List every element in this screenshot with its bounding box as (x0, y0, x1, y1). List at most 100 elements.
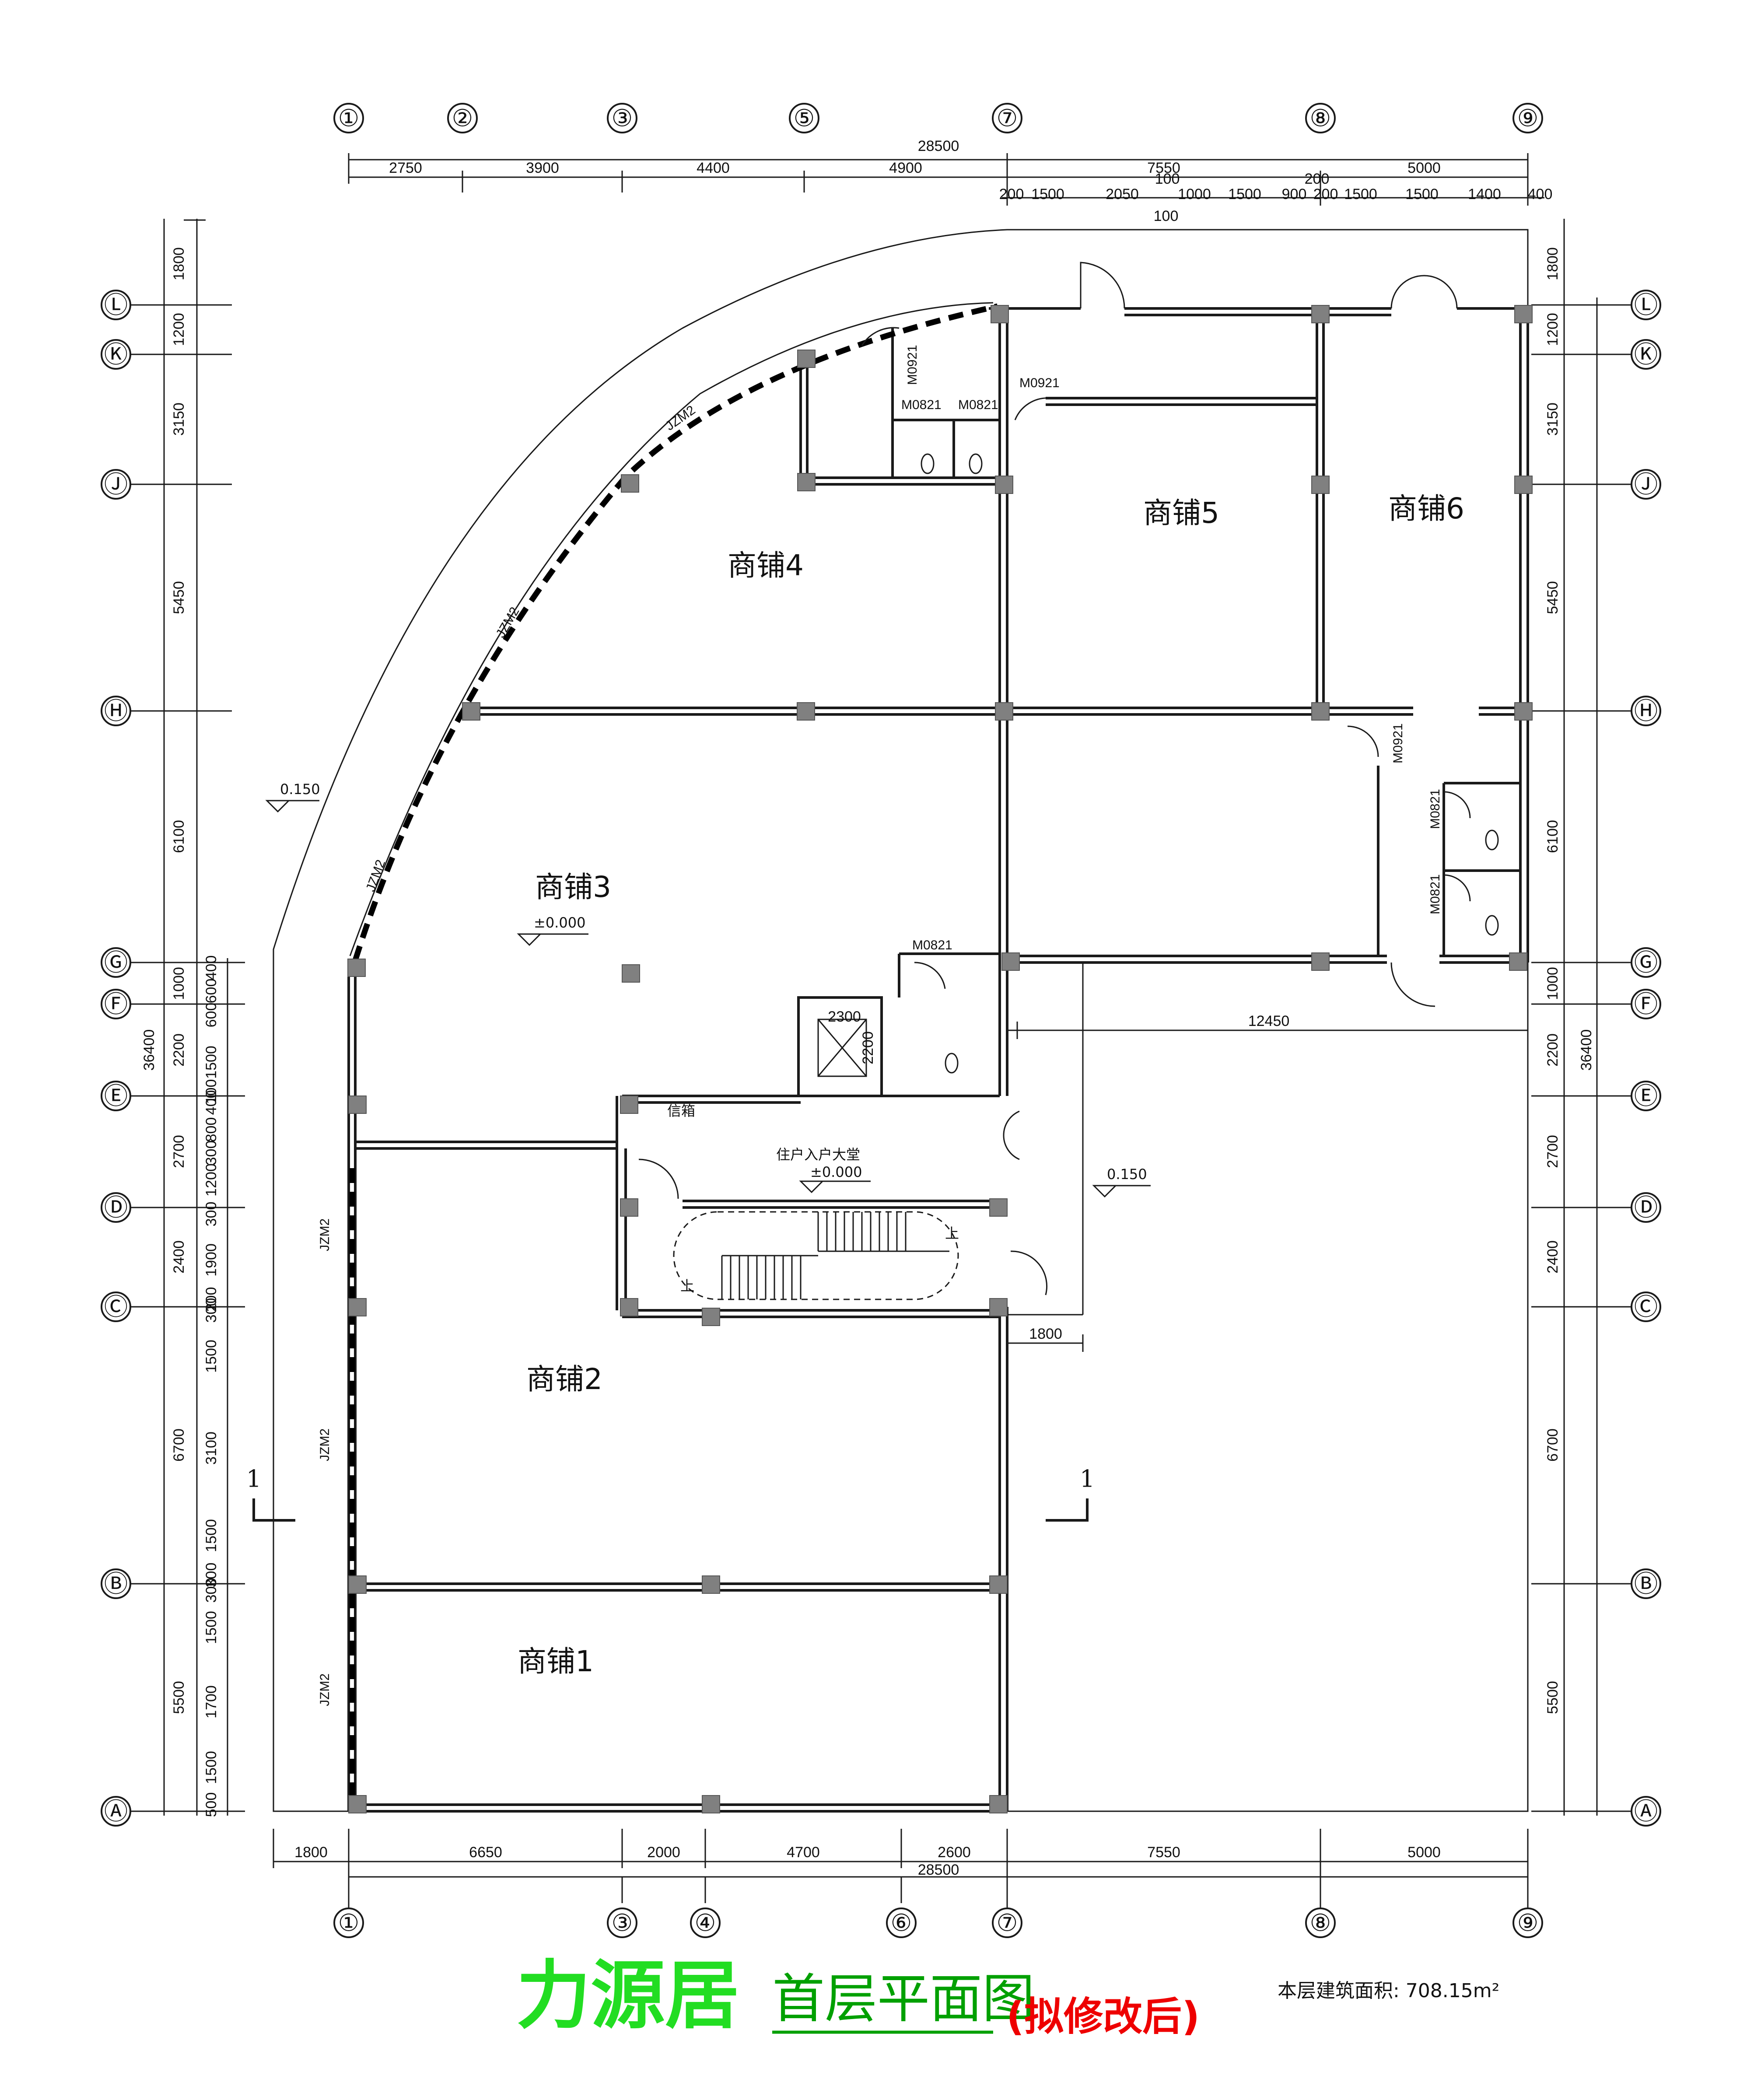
title-block: 力源居 首层平面图 (拟修改后) 本层建筑面积: 708.15m² (516, 1953, 1499, 2040)
svg-text:6700: 6700 (171, 1428, 187, 1462)
svg-text:M0921: M0921 (905, 345, 920, 385)
axis-lines-left (130, 219, 245, 1816)
svg-text:1800: 1800 (171, 247, 187, 280)
svg-text:⑦: ⑦ (997, 105, 1018, 132)
svg-text:Ⓙ: Ⓙ (1634, 471, 1658, 498)
svg-text:100: 100 (1155, 171, 1180, 187)
svg-text:1500: 1500 (1344, 186, 1377, 203)
svg-text:1500: 1500 (1031, 186, 1064, 203)
axis-bottom-6: ⑥ (886, 1908, 917, 1938)
svg-text:1500: 1500 (1405, 186, 1439, 203)
svg-text:1500: 1500 (203, 1340, 220, 1373)
shop-4-label: 商铺4 (728, 549, 804, 582)
svg-text:Ⓔ: Ⓔ (1634, 1082, 1658, 1110)
svg-text:4900: 4900 (889, 160, 922, 176)
svg-text:Ⓒ: Ⓒ (1634, 1293, 1658, 1321)
svg-text:100: 100 (203, 1079, 220, 1104)
shop-1-label: 商铺1 (518, 1645, 594, 1678)
svg-text:Ⓔ: Ⓔ (104, 1082, 128, 1110)
svg-text:1500: 1500 (1228, 186, 1261, 203)
axis-left-E: Ⓔ (101, 1081, 131, 1111)
svg-text:JZM2: JZM2 (318, 1428, 332, 1461)
svg-text:JZM2: JZM2 (493, 605, 522, 640)
axis-right-K: Ⓚ (1631, 339, 1661, 370)
axis-right-H: Ⓗ (1631, 696, 1661, 726)
svg-text:1800: 1800 (1544, 247, 1561, 280)
shop-2-label: 商铺2 (526, 1362, 602, 1396)
svg-text:5500: 5500 (171, 1681, 187, 1714)
svg-text:400: 400 (203, 956, 220, 980)
svg-text:①: ① (338, 1909, 359, 1937)
axis-right-B: Ⓑ (1631, 1568, 1661, 1599)
svg-text:12450: 12450 (1248, 1013, 1290, 1029)
svg-text:Ⓗ: Ⓗ (1634, 697, 1658, 725)
svg-text:1000: 1000 (1544, 967, 1561, 1000)
svg-text:300: 300 (203, 1578, 220, 1603)
svg-text:300: 300 (203, 1202, 220, 1227)
section-marks: 1 1 (246, 1465, 1095, 1522)
svg-text:⑨: ⑨ (1517, 105, 1538, 132)
shop-5-label: 商铺5 (1143, 496, 1219, 530)
axis-left-L: Ⓛ (101, 290, 131, 320)
svg-text:6650: 6650 (469, 1844, 502, 1861)
project-title: 力源居 (516, 1953, 739, 2039)
svg-text:36400: 36400 (141, 1029, 158, 1071)
svg-text:⑨: ⑨ (1517, 1909, 1538, 1937)
svg-text:200: 200 (999, 186, 1024, 203)
svg-text:M0821: M0821 (958, 398, 998, 412)
axis-left-K: Ⓚ (101, 339, 131, 370)
svg-text:200: 200 (1313, 186, 1338, 203)
svg-text:Ⓕ: Ⓕ (1634, 990, 1658, 1018)
axis-top-7: ⑦ (992, 103, 1022, 133)
axis-bubbles-top: ① ② ③ ⑤ ⑦ ⑧ ⑨ (333, 103, 1543, 133)
svg-text:2200: 2200 (860, 1031, 876, 1064)
axis-bottom-4: ④ (690, 1908, 721, 1938)
axis-bottom-1: ① (333, 1908, 364, 1938)
svg-text:2400: 2400 (171, 1240, 187, 1274)
svg-text:3900: 3900 (526, 160, 559, 176)
svg-text:3150: 3150 (1544, 402, 1561, 436)
svg-text:上: 上 (680, 1278, 694, 1294)
axis-left-H: Ⓗ (101, 696, 131, 726)
site-outline (273, 229, 1529, 1812)
axis-top-3: ③ (607, 103, 637, 133)
axis-top-2: ② (447, 103, 478, 133)
dimensions-bottom: 1800 6650 2000 4700 2600 7550 5000 28500 (273, 1829, 1529, 1916)
axis-left-A: Ⓐ (101, 1796, 131, 1827)
svg-text:1500: 1500 (203, 1519, 220, 1552)
svg-text:6100: 6100 (171, 820, 187, 853)
svg-text:2200: 2200 (1544, 1033, 1561, 1067)
svg-text:200: 200 (203, 1287, 220, 1312)
svg-text:1000: 1000 (1178, 186, 1211, 203)
svg-text:③: ③ (612, 1909, 633, 1937)
svg-text:2600: 2600 (938, 1844, 971, 1861)
svg-text:Ⓑ: Ⓑ (1634, 1570, 1658, 1598)
svg-text:5450: 5450 (171, 581, 187, 614)
level-marks: ±0.000 ±0.000 0.150 0.150 (265, 781, 1151, 1198)
svg-text:JZM2: JZM2 (663, 403, 698, 434)
axis-top-1: ① (333, 103, 364, 133)
svg-text:4400: 4400 (697, 160, 730, 176)
svg-text:28500: 28500 (918, 1862, 959, 1878)
svg-text:1500: 1500 (203, 1611, 220, 1644)
svg-text:M0821: M0821 (1428, 789, 1442, 829)
axis-right-E: Ⓔ (1631, 1081, 1661, 1111)
lobby-label: 住户入户大堂 (776, 1146, 860, 1163)
shop-6-label: 商铺6 (1388, 492, 1464, 525)
axis-right-F: Ⓕ (1631, 989, 1661, 1019)
axis-bottom-7: ⑦ (992, 1908, 1022, 1938)
svg-text:2300: 2300 (828, 1008, 861, 1025)
svg-text:JZM2: JZM2 (318, 1218, 332, 1251)
jzm2-dashed-wall (349, 303, 998, 1802)
svg-text:②: ② (452, 105, 473, 132)
svg-text:1: 1 (1080, 1465, 1095, 1493)
shop-3-label: 商铺3 (535, 870, 611, 904)
svg-text:2700: 2700 (171, 1135, 187, 1168)
axis-bubbles-left: Ⓛ Ⓚ Ⓙ Ⓗ Ⓖ Ⓕ Ⓔ Ⓓ Ⓒ Ⓑ Ⓐ (101, 290, 131, 1827)
svg-text:5450: 5450 (1544, 581, 1561, 614)
svg-text:Ⓙ: Ⓙ (104, 471, 128, 498)
dimensions-left: 1800 1200 3150 5450 6100 1000 2200 2700 … (141, 247, 220, 1817)
axis-left-D: Ⓓ (101, 1192, 131, 1223)
walls (347, 305, 1529, 1813)
